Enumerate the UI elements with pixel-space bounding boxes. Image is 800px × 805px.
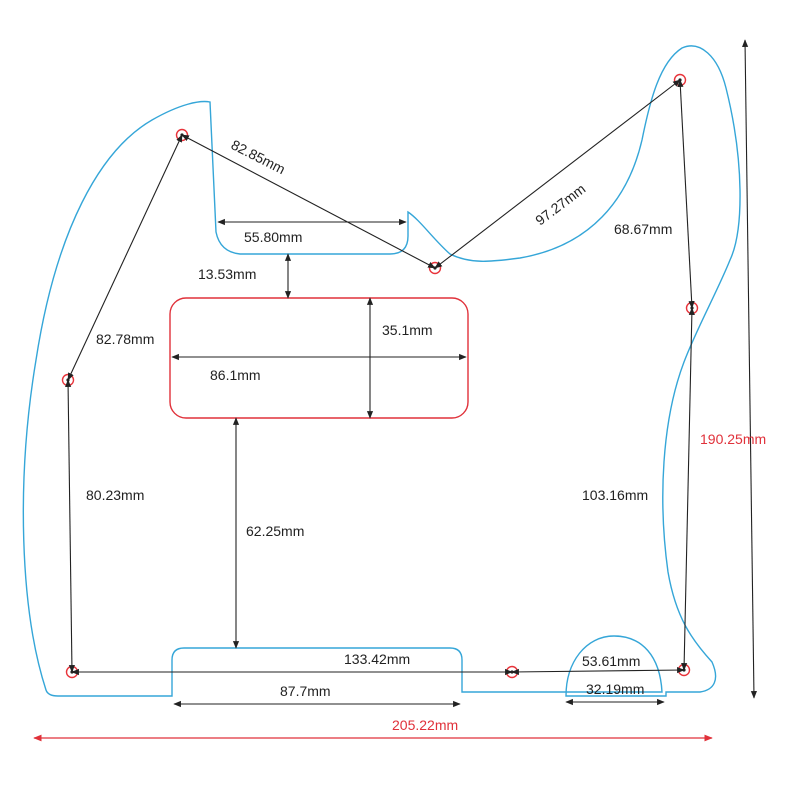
pickup-cutout xyxy=(169,297,469,419)
label-103-16: 103.16mm xyxy=(582,487,648,503)
dim-line-103-16 xyxy=(681,307,695,671)
pickguard-outline xyxy=(22,45,741,697)
label-80-23: 80.23mm xyxy=(86,487,144,503)
dim-line-53-61 xyxy=(511,667,685,675)
label-133-42: 133.42mm xyxy=(344,651,410,667)
label-53-61: 53.61mm xyxy=(582,653,640,669)
label-87-7: 87.7mm xyxy=(280,683,331,699)
label-86-1: 86.1mm xyxy=(210,367,261,383)
dim-line-190-25 xyxy=(742,39,757,699)
label-62-25: 62.25mm xyxy=(246,523,304,539)
label-82-78: 82.78mm xyxy=(96,331,154,347)
label-205-22: 205.22mm xyxy=(392,717,458,733)
label-82-85: 82.85mm xyxy=(229,136,288,177)
label-32-19: 32.19mm xyxy=(586,681,644,697)
dim-line-68-67 xyxy=(677,79,695,309)
dim-line-82-85 xyxy=(181,134,436,269)
label-68-67: 68.67mm xyxy=(614,221,672,237)
dim-line-80-23 xyxy=(65,379,75,673)
label-35-1: 35.1mm xyxy=(382,322,433,338)
dim-line-82-78 xyxy=(67,134,183,381)
dim-line-97-27 xyxy=(434,79,681,269)
label-55-80: 55.80mm xyxy=(244,229,302,245)
label-97-27: 97.27mm xyxy=(532,180,588,228)
label-190-25: 190.25mm xyxy=(700,431,766,447)
label-13-53: 13.53mm xyxy=(198,266,256,282)
